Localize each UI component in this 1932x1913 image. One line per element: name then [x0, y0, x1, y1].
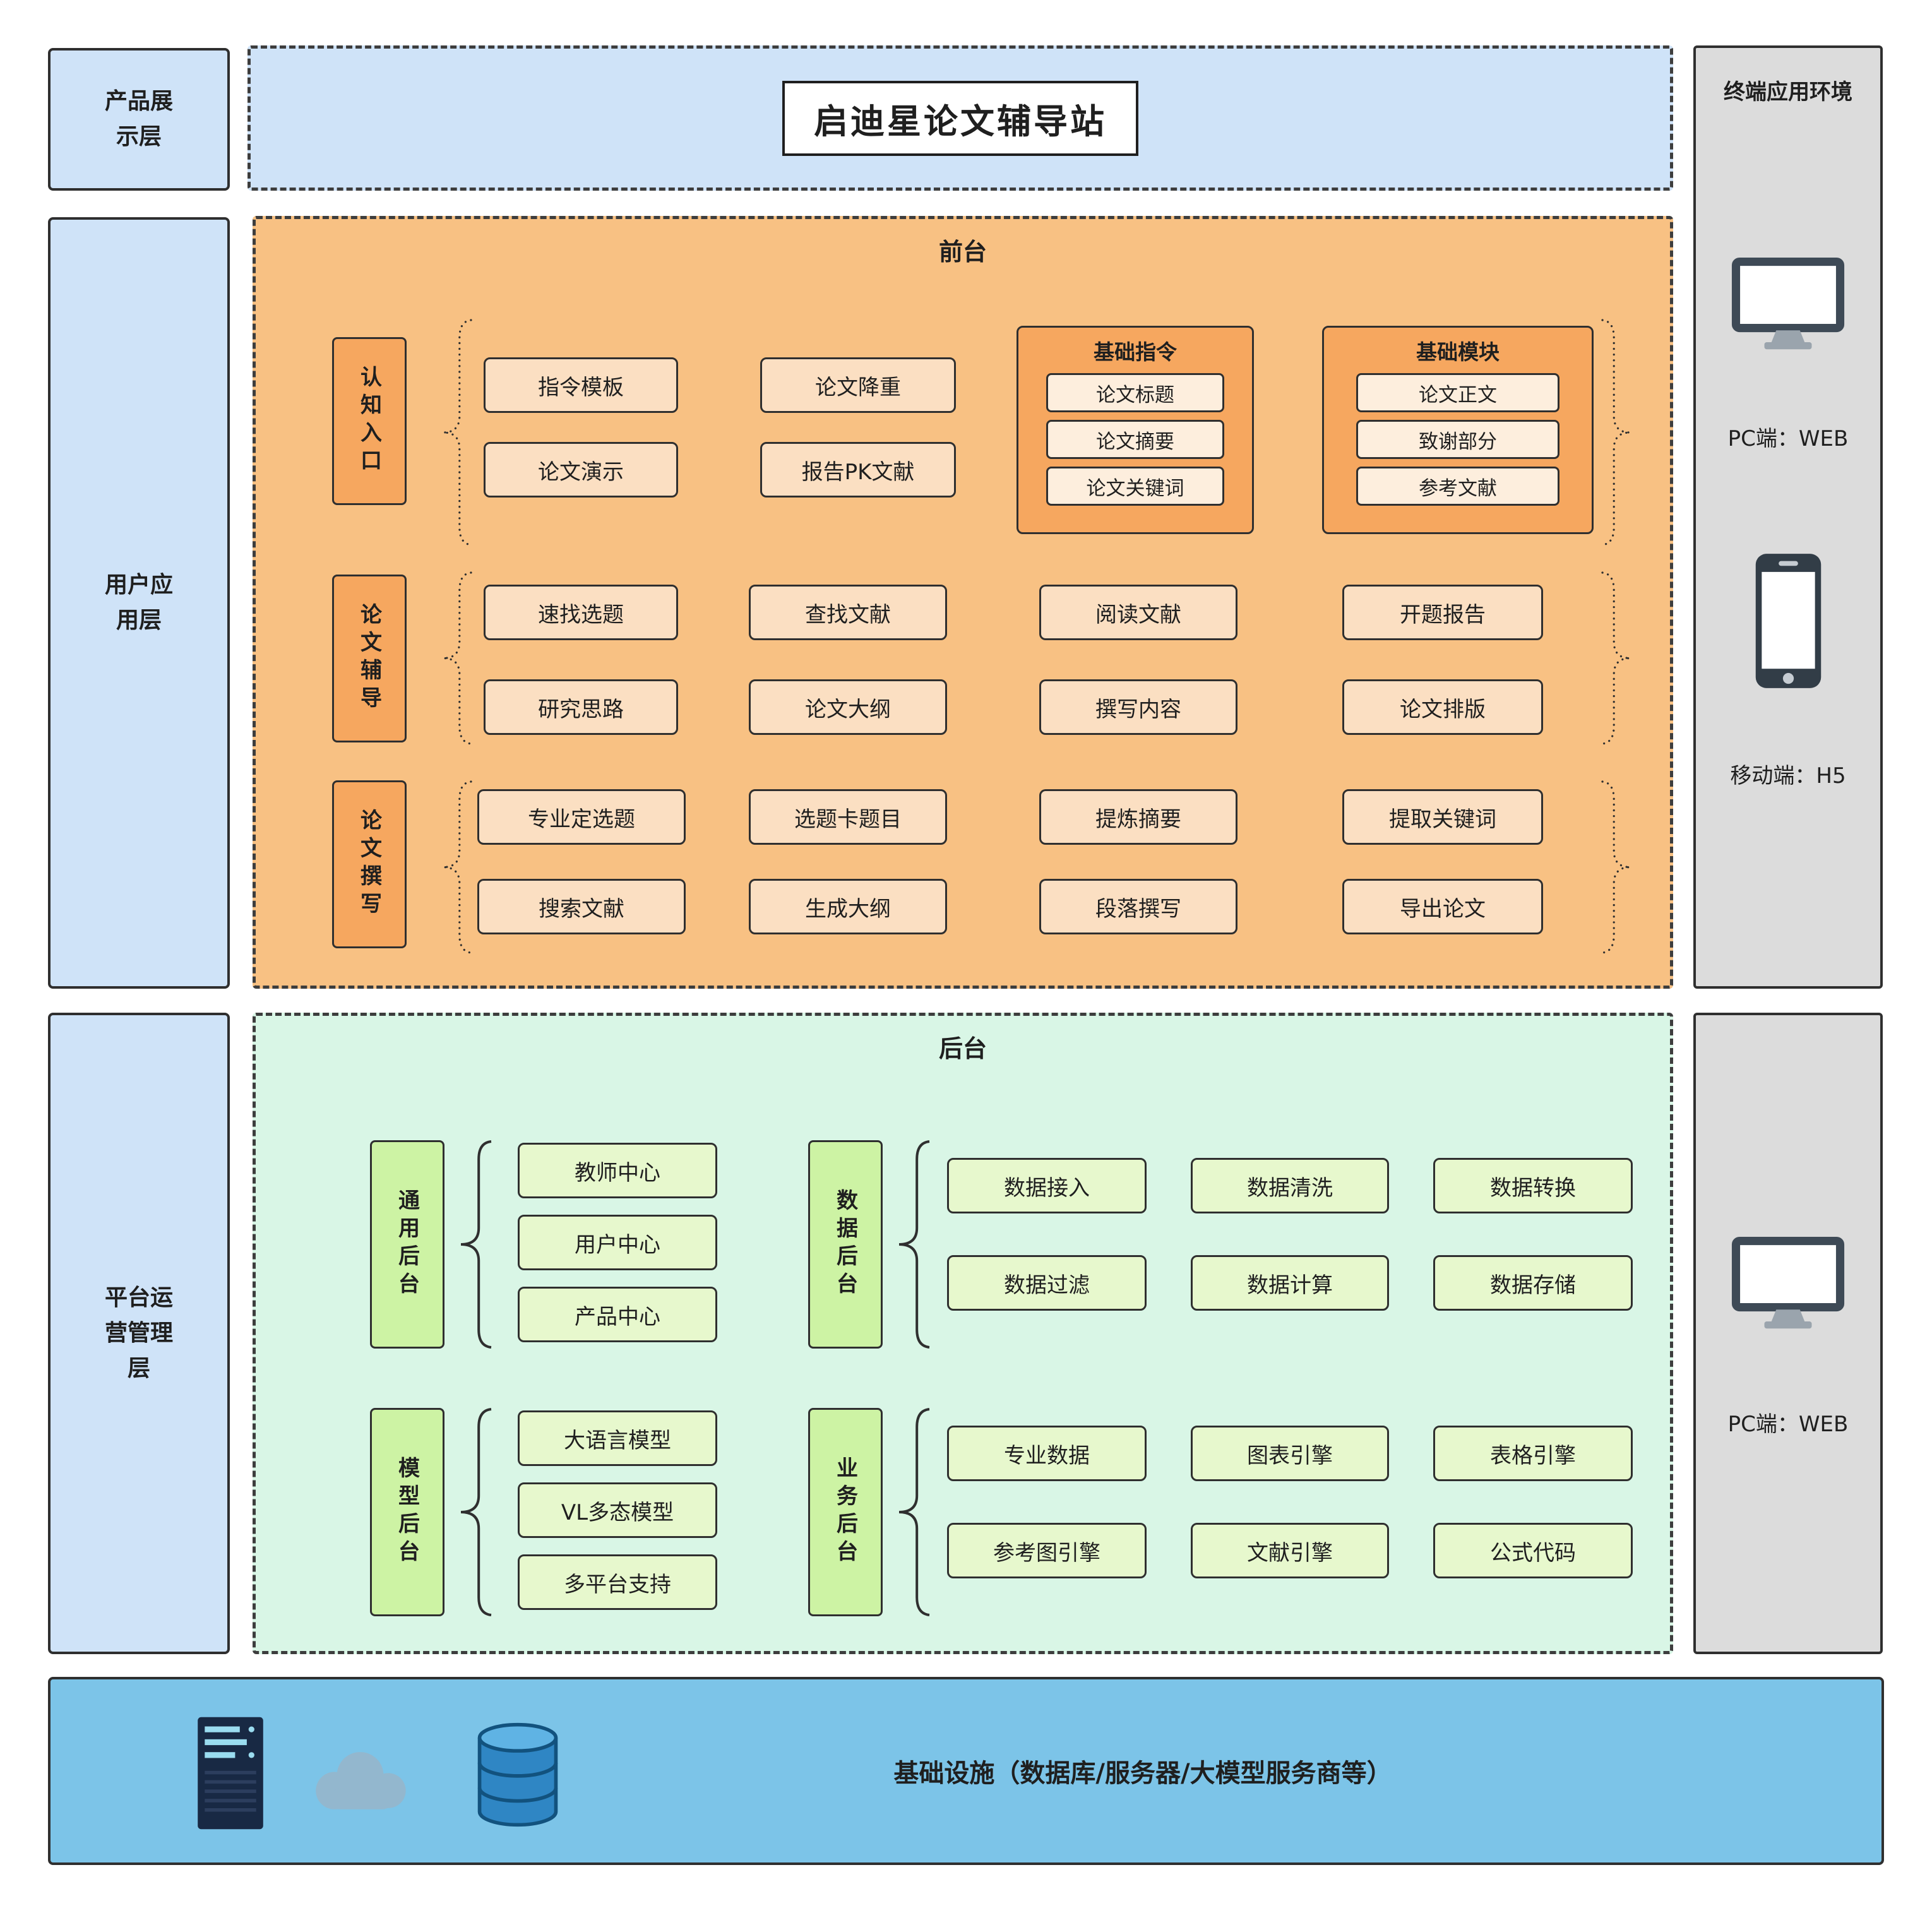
frontend-item: 速找选题: [484, 585, 678, 640]
frontend-item: 提取关键词: [1342, 789, 1543, 845]
frontend-item: 撰写内容: [1039, 679, 1237, 735]
monitor-icon: [1731, 1236, 1845, 1329]
backend-item: VL多态模型: [518, 1482, 717, 1538]
frontend-item: 论文排版: [1342, 679, 1543, 735]
terminal-env-panel: 终端应用环境 PC端：WEB 移动端：H5: [1693, 45, 1883, 989]
backend-group-general-label: 通用后台: [370, 1140, 444, 1349]
subgroup-item: 论文正文: [1356, 373, 1560, 412]
backend-item: 参考图引擎: [947, 1523, 1147, 1578]
backend-item: 数据转换: [1433, 1158, 1633, 1213]
frontend-item: 生成大纲: [749, 879, 947, 934]
frontend-group-writing-label: 论文撰写: [332, 780, 407, 948]
backend-group-model-label: 模型后台: [370, 1408, 444, 1616]
terminal-env-title: 终端应用环境: [1724, 80, 1852, 105]
layer-user-application: 用户应用层: [48, 217, 230, 989]
backend-item: 大语言模型: [518, 1410, 717, 1466]
backend-item: 专业数据: [947, 1426, 1147, 1481]
backend-panel-label: 后台: [938, 1035, 987, 1063]
server-icon: [198, 1717, 263, 1830]
frontend-item: 阅读文献: [1039, 585, 1237, 640]
backend-group-data-label: 数据后台: [808, 1140, 883, 1349]
subgroup-basic-commands: 基础指令 论文标题 论文摘要 论文关键词: [1017, 326, 1254, 534]
frontend-item: 专业定选题: [477, 789, 686, 845]
backend-item: 产品中心: [518, 1287, 717, 1342]
subgroup-item: 论文摘要: [1046, 420, 1224, 459]
layer-product-display: 产品展示层: [48, 48, 230, 191]
cloud-icon: [316, 1752, 406, 1809]
subgroup-item: 参考文献: [1356, 467, 1560, 506]
monitor-icon: [1731, 257, 1845, 350]
frontend-group-tutoring-label: 论文辅导: [332, 575, 407, 742]
pc-web-label: PC端：WEB: [1727, 1412, 1849, 1437]
backend-item: 数据接入: [947, 1158, 1147, 1213]
frontend-item: 论文降重: [760, 357, 956, 413]
subgroup-item: 致谢部分: [1356, 420, 1560, 459]
infrastructure-label: 基础设施（数据库/服务器/大模型服务商等）: [893, 1759, 1392, 1788]
frontend-item: 指令模板: [484, 357, 678, 413]
frontend-item: 段落撰写: [1039, 879, 1237, 934]
backend-item: 数据存储: [1433, 1255, 1633, 1311]
frontend-item: 选题卡题目: [749, 789, 947, 845]
backend-item: 表格引擎: [1433, 1426, 1633, 1481]
frontend-item: 论文演示: [484, 442, 678, 498]
backend-item: 数据清洗: [1191, 1158, 1389, 1213]
subgroup-title: 基础指令: [1094, 340, 1177, 364]
phone-icon: [1755, 554, 1821, 688]
layer-platform-operation: 平台运营管理层: [48, 1013, 230, 1654]
backend-item: 图表引擎: [1191, 1426, 1389, 1481]
frontend-item: 开题报告: [1342, 585, 1543, 640]
frontend-item: 论文大纲: [749, 679, 947, 735]
backend-group-business-label: 业务后台: [808, 1408, 883, 1616]
frontend-item: 提炼摘要: [1039, 789, 1237, 845]
frontend-panel-label: 前台: [938, 238, 987, 266]
subgroup-item: 论文关键词: [1046, 467, 1224, 506]
backend-item: 公式代码: [1433, 1523, 1633, 1578]
backend-item: 教师中心: [518, 1143, 717, 1198]
subgroup-basic-modules: 基础模块 论文正文 致谢部分 参考文献: [1322, 326, 1594, 534]
backend-item: 数据计算: [1191, 1255, 1389, 1311]
backend-item: 数据过滤: [947, 1255, 1147, 1311]
terminal-env-panel-bottom: PC端：WEB: [1693, 1013, 1883, 1654]
backend-item: 用户中心: [518, 1215, 717, 1270]
title-band: 启迪星论文辅导站: [247, 45, 1673, 191]
database-icon: [477, 1722, 558, 1827]
subgroup-item: 论文标题: [1046, 373, 1224, 412]
frontend-item: 研究思路: [484, 679, 678, 735]
frontend-item: 导出论文: [1342, 879, 1543, 934]
pc-web-label: PC端：WEB: [1727, 426, 1849, 451]
frontend-group-cognition-label: 认知入口: [332, 337, 407, 505]
page-title: 启迪星论文辅导站: [782, 80, 1138, 156]
mobile-h5-label: 移动端：H5: [1730, 763, 1846, 789]
subgroup-title: 基础模块: [1416, 340, 1500, 364]
backend-item: 多平台支持: [518, 1554, 717, 1610]
frontend-item: 报告PK文献: [760, 442, 956, 498]
backend-item: 文献引擎: [1191, 1523, 1389, 1578]
frontend-item: 查找文献: [749, 585, 947, 640]
frontend-item: 搜索文献: [477, 879, 686, 934]
